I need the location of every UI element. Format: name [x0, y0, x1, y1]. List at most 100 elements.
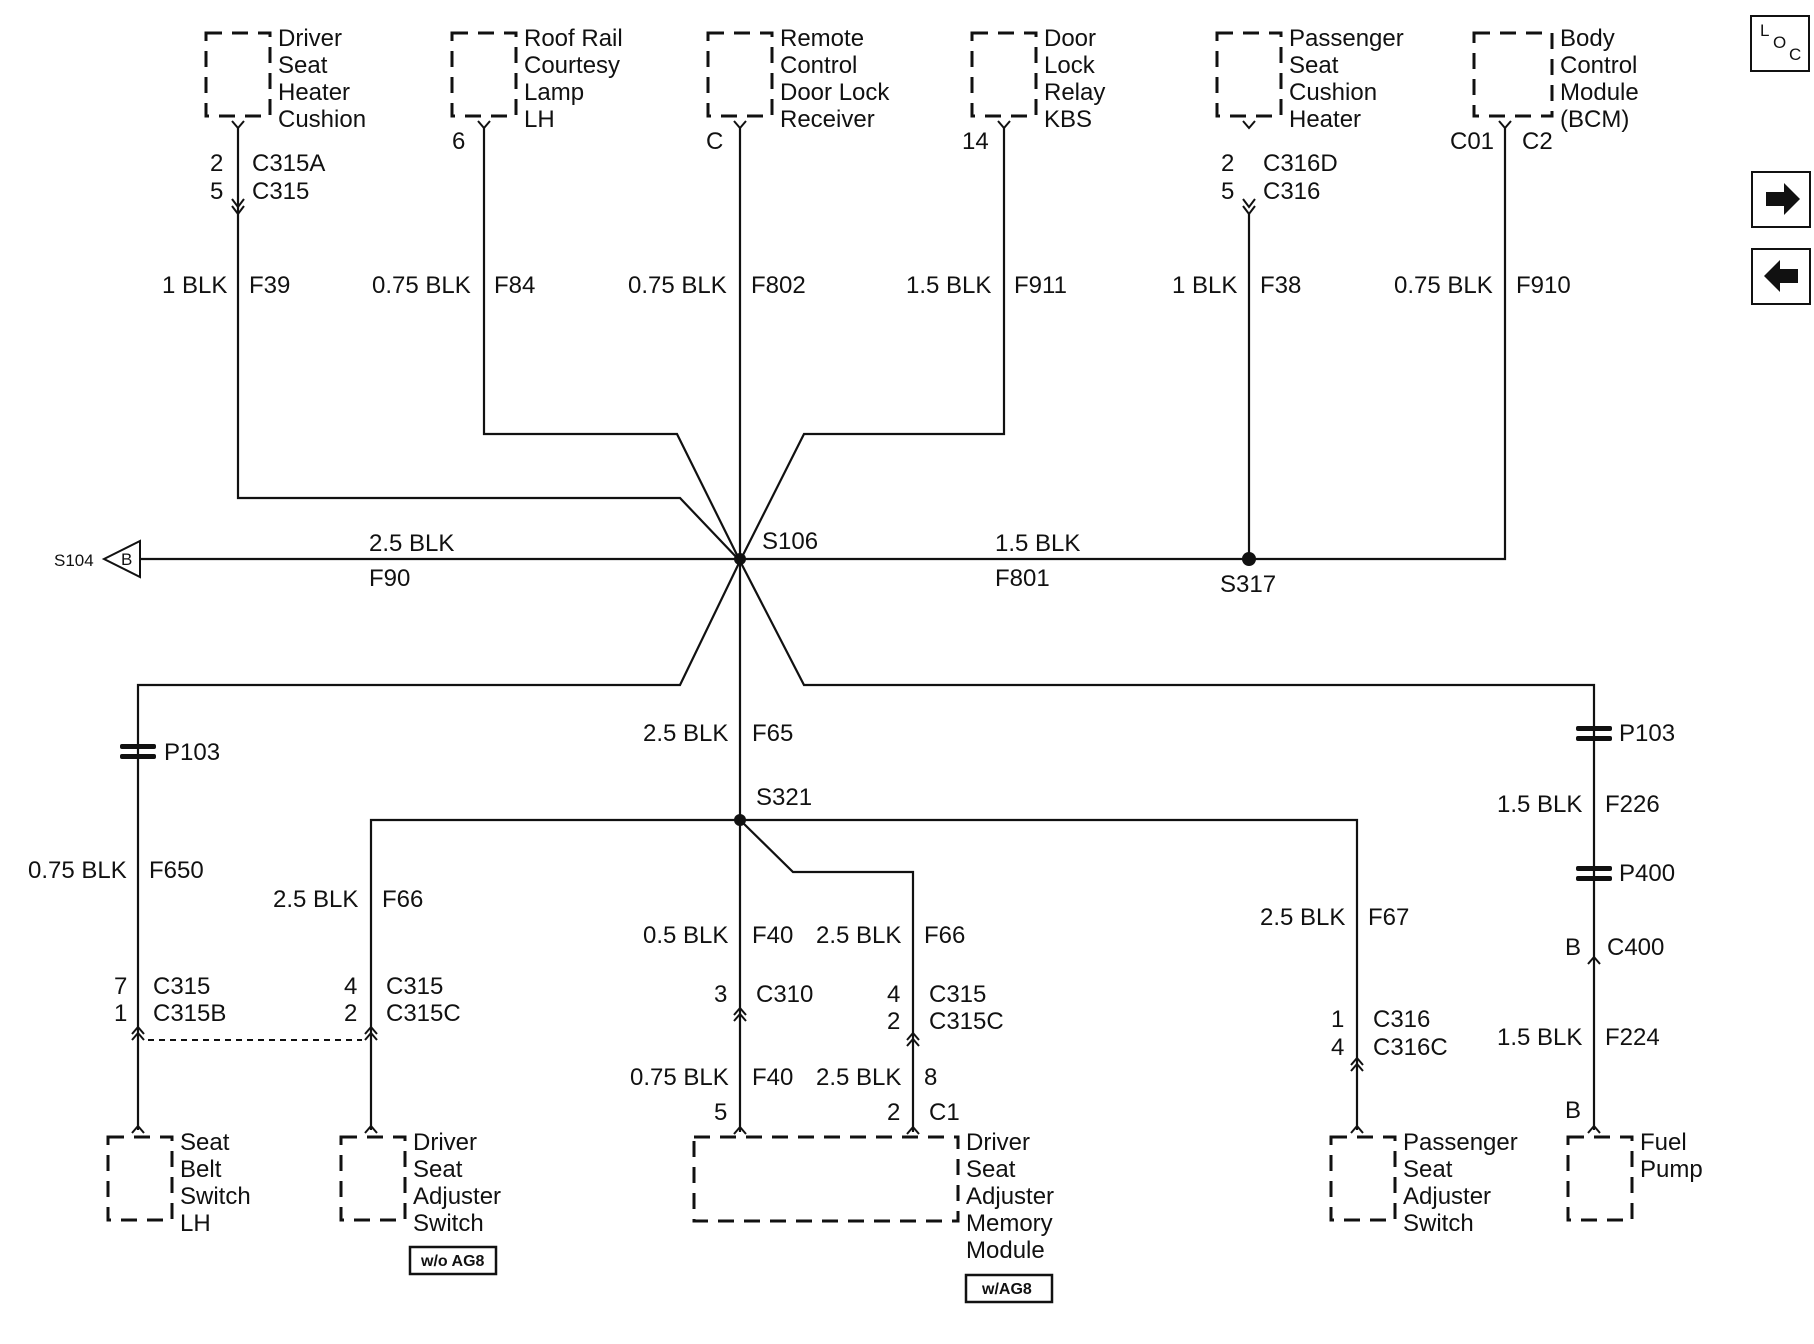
- wire-f910: [1249, 128, 1507, 561]
- connector-id: C315: [153, 973, 210, 1000]
- connector-id: C400: [1607, 934, 1664, 961]
- connector-c316c-icon: [1350, 1056, 1364, 1066]
- wire-gauge: 1.5 BLK: [1497, 791, 1582, 818]
- connector-id: C315B: [153, 1000, 226, 1027]
- pin-number: C: [706, 128, 723, 155]
- connector-id: P103: [1619, 720, 1675, 747]
- comp-label: Seat: [180, 1129, 230, 1156]
- comp-label: Driver: [413, 1129, 477, 1156]
- connector-c310-icon: [733, 1006, 747, 1016]
- option-label: w/o AG8: [420, 1253, 485, 1270]
- comp-label: Passenger: [1289, 25, 1404, 52]
- next-page-button[interactable]: [1751, 171, 1811, 228]
- remote-receiver-box: [706, 31, 774, 118]
- wire-circuit: F224: [1605, 1024, 1660, 1051]
- wire-f911: [739, 128, 1006, 562]
- arrow-right-icon: [1766, 183, 1800, 215]
- comp-label: Pump: [1640, 1156, 1703, 1183]
- wire-f39: [236, 128, 741, 562]
- pin-number: 4: [1331, 1034, 1344, 1061]
- connector-c315b-icon: [131, 1031, 145, 1041]
- connector-p103-icon: [1576, 736, 1612, 741]
- location-letter-o: O: [1773, 33, 1786, 52]
- wire-f84: [482, 128, 741, 562]
- splice-id: S106: [762, 528, 818, 555]
- comp-label: Module: [1560, 79, 1639, 106]
- connector-c316c-icon: [1350, 1062, 1364, 1072]
- location-letter-c: C: [1789, 45, 1801, 64]
- connector-icon: [1498, 120, 1512, 130]
- comp-label: Driver: [278, 25, 342, 52]
- wire-circuit: F650: [149, 857, 204, 884]
- driver-seat-adjuster-switch-box: [339, 1135, 407, 1222]
- connector-id: P103: [164, 739, 220, 766]
- connector-p103-icon: [120, 754, 156, 759]
- wire-gauge: 0.75 BLK: [630, 1064, 729, 1091]
- wire-f226-trunk: [739, 560, 1596, 1130]
- passenger-seat-heater-box: [1215, 31, 1283, 118]
- wire-gauge: 0.75 BLK: [28, 857, 127, 884]
- comp-label: Module: [966, 1237, 1045, 1264]
- option-badge-wo-ag8: [408, 1245, 498, 1276]
- wire-circuit: F66: [924, 922, 965, 949]
- connector-icon: [477, 120, 491, 130]
- comp-label: LH: [180, 1210, 211, 1237]
- connector-c316-icon: [1242, 198, 1256, 209]
- wire-circuit: F40: [752, 922, 793, 949]
- comp-label: Belt: [180, 1156, 222, 1183]
- roof-rail-lamp-box: [450, 31, 518, 118]
- location-button[interactable]: L O C: [1750, 15, 1810, 72]
- pin-number: 2: [887, 1099, 900, 1126]
- wire-circuit: F40: [752, 1064, 793, 1091]
- location-letter-l: L: [1760, 21, 1769, 40]
- connector-p400-icon: [1576, 866, 1612, 871]
- pin-number: 5: [210, 178, 223, 205]
- wire-circuit: F84: [494, 272, 535, 299]
- option-badge-w-ag8: [964, 1273, 1054, 1304]
- connector-id: C315C: [929, 1008, 1004, 1035]
- wire-circuit: F39: [249, 272, 290, 299]
- comp-label: Seat: [413, 1156, 463, 1183]
- wire-gauge: 1.5 BLK: [1497, 1024, 1582, 1051]
- connector-id: C315: [386, 973, 443, 1000]
- door-lock-relay-box: [970, 31, 1038, 118]
- pin-number: 1: [114, 1000, 127, 1027]
- comp-label: Control: [780, 52, 857, 79]
- connector-p103-icon: [1576, 726, 1612, 731]
- connector-c310-icon: [733, 1012, 747, 1022]
- previous-page-button[interactable]: [1751, 248, 1811, 305]
- comp-label: Relay: [1044, 79, 1105, 106]
- wire-f67: [740, 818, 1359, 1130]
- comp-label: Switch: [413, 1210, 484, 1237]
- comp-label: Seat: [966, 1156, 1016, 1183]
- comp-label: Cushion: [278, 106, 366, 133]
- connector-c315c-icon: [364, 1025, 378, 1035]
- option-label: w/AG8: [981, 1281, 1032, 1298]
- connector-c315c-icon: [906, 1037, 920, 1047]
- wire-gauge: 2.5 BLK: [643, 720, 728, 747]
- pin-number: 5: [1221, 178, 1234, 205]
- comp-label: Switch: [1403, 1210, 1474, 1237]
- driver-seat-heater-box: [204, 31, 272, 118]
- connector-id: C316: [1263, 178, 1320, 205]
- connector-icon: [364, 1124, 378, 1134]
- wire-gauge: 2.5 BLK: [273, 886, 358, 913]
- connector-p400-icon: [1576, 876, 1612, 881]
- comp-label: Adjuster: [966, 1183, 1054, 1210]
- comp-label: Seat: [278, 52, 328, 79]
- connector-c315c-icon: [906, 1031, 920, 1041]
- comp-label: Adjuster: [1403, 1183, 1491, 1210]
- connector-id: C315A: [252, 150, 325, 177]
- connector-id: P400: [1619, 860, 1675, 887]
- connector-id: C315: [929, 981, 986, 1008]
- pin-number: 14: [962, 128, 989, 155]
- wire-f650-trunk: [136, 560, 741, 1130]
- wire-f66-right: [739, 819, 915, 1132]
- splice-s317: [1242, 552, 1256, 566]
- connector-icon: [1350, 1124, 1364, 1134]
- wire-gauge: 2.5 BLK: [816, 922, 901, 949]
- pin-number: 2: [887, 1008, 900, 1035]
- connector-id: C316: [1373, 1006, 1430, 1033]
- wire-circuit: F67: [1368, 904, 1409, 931]
- comp-label: LH: [524, 106, 555, 133]
